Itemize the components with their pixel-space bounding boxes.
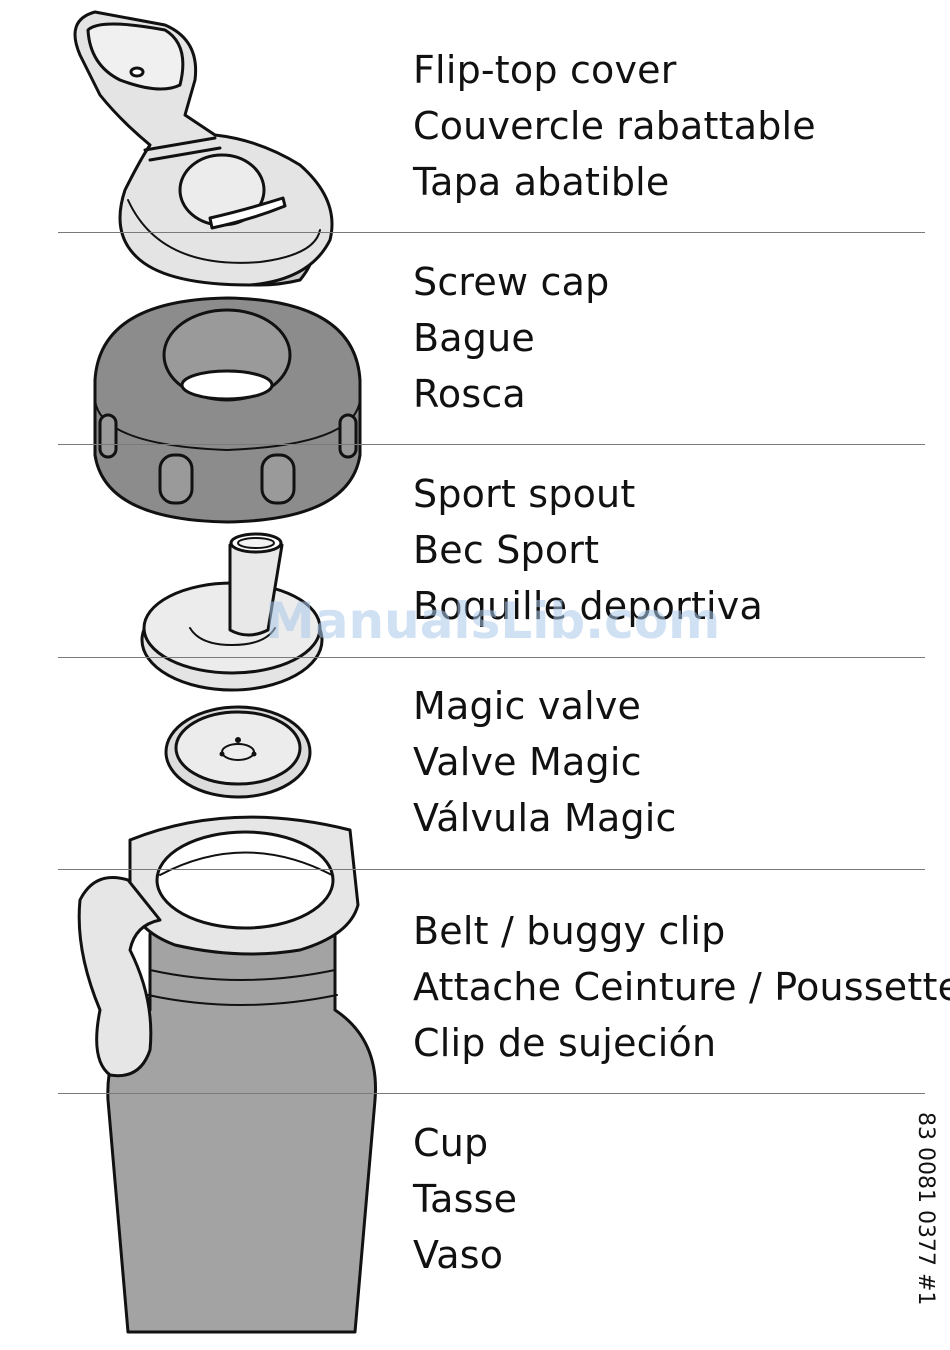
label-fr: Bec Sport — [413, 522, 763, 578]
label-es: Clip de sujeción — [413, 1015, 950, 1071]
label-fr: Valve Magic — [413, 734, 677, 790]
section-divider — [58, 657, 925, 658]
magic-valve-labels: Magic valve Valve Magic Válvula Magic — [413, 678, 677, 846]
cup-drawing — [108, 905, 376, 1332]
watermark: ManualsLib.com — [265, 592, 720, 650]
label-es: Válvula Magic — [413, 790, 677, 846]
label-fr: Bague — [413, 310, 609, 366]
label-es: Vaso — [413, 1227, 517, 1283]
label-en: Flip-top cover — [413, 42, 816, 98]
label-en: Sport spout — [413, 466, 763, 522]
label-en: Screw cap — [413, 254, 609, 310]
part-code: 83 0081 0377 #1 — [913, 1112, 938, 1305]
flip-top-cover-labels: Flip-top cover Couvercle rabattable Tapa… — [413, 42, 816, 210]
section-divider — [58, 869, 925, 870]
section-divider — [58, 444, 925, 445]
exploded-cup-illustration — [0, 0, 400, 1350]
label-fr: Attache Ceinture / Poussette — [413, 959, 950, 1015]
label-en: Cup — [413, 1115, 517, 1171]
cup-labels: Cup Tasse Vaso — [413, 1115, 517, 1283]
screw-cap-labels: Screw cap Bague Rosca — [413, 254, 609, 422]
belt-buggy-clip-labels: Belt / buggy clip Attache Ceinture / Pou… — [413, 903, 950, 1071]
flip-top-cover-drawing — [75, 12, 332, 285]
label-es: Tapa abatible — [413, 154, 816, 210]
label-fr: Couvercle rabattable — [413, 98, 816, 154]
magic-valve-drawing — [166, 707, 310, 797]
screw-cap-drawing — [95, 298, 360, 522]
label-es: Rosca — [413, 366, 609, 422]
label-en: Magic valve — [413, 678, 677, 734]
label-fr: Tasse — [413, 1171, 517, 1227]
section-divider — [58, 232, 925, 233]
section-divider — [58, 1093, 925, 1094]
label-en: Belt / buggy clip — [413, 903, 950, 959]
